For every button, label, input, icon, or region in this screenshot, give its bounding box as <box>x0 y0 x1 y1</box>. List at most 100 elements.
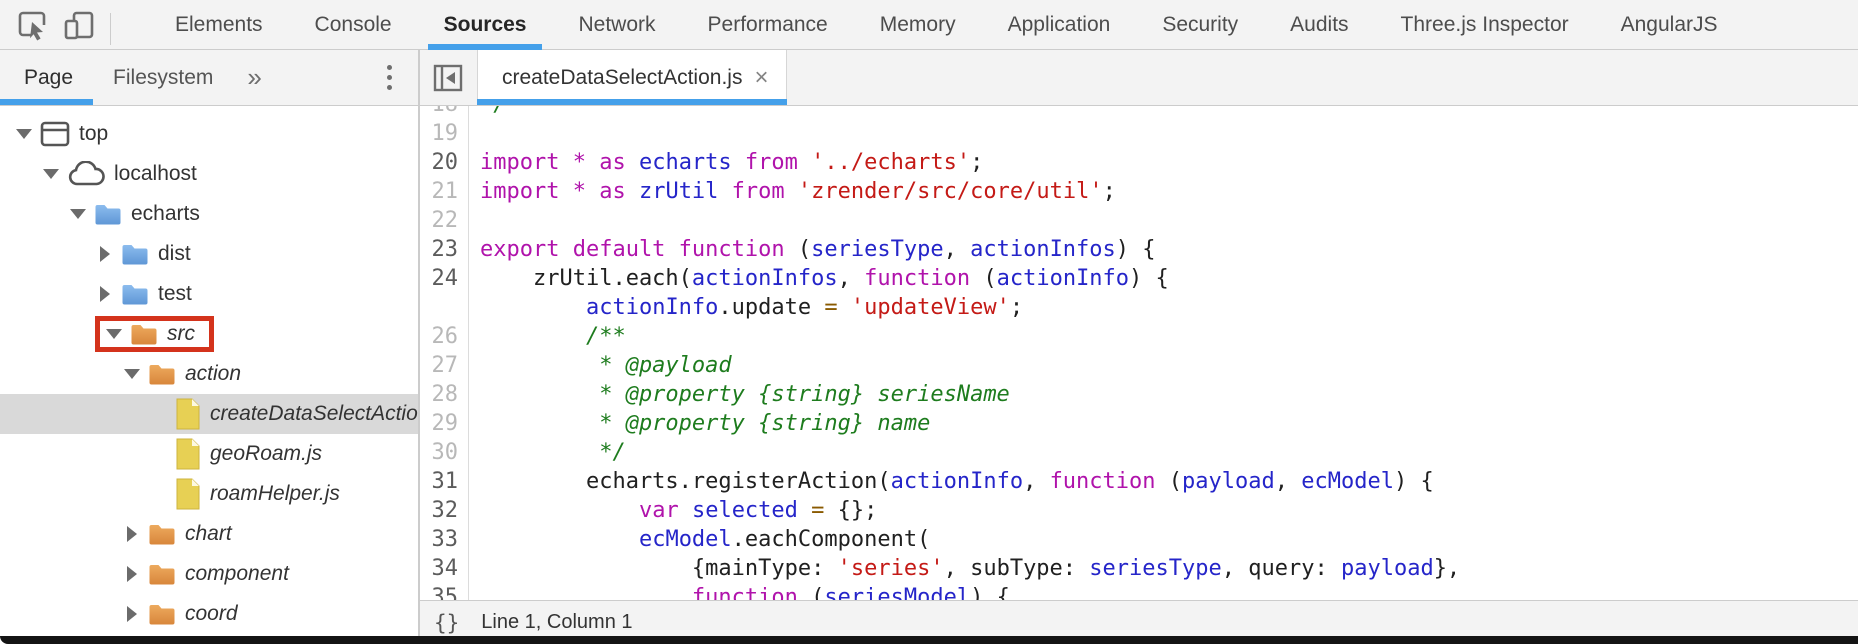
tree-item-label: roamHelper.js <box>210 482 340 505</box>
tree-item-file-georoam-js[interactable]: geoRoam.js <box>0 434 418 474</box>
tree-item-dist[interactable]: dist <box>0 234 418 274</box>
vertical-dots-icon[interactable] <box>377 50 418 105</box>
tree-item-label: coord <box>185 602 238 625</box>
tree-item-component[interactable]: component <box>0 554 418 594</box>
line-number[interactable]: 32 <box>431 498 459 523</box>
code-line-text: */ <box>480 440 626 465</box>
folder-orange-icon <box>148 363 176 386</box>
inspect-icon[interactable] <box>16 8 50 42</box>
tab-application[interactable]: Application <box>1007 12 1111 36</box>
expanded-arrow-icon[interactable] <box>68 209 88 219</box>
expanded-arrow-icon[interactable] <box>104 329 124 339</box>
line-number[interactable]: 27 <box>431 353 459 378</box>
tab-page[interactable]: Page <box>0 50 94 105</box>
tab-console[interactable]: Console <box>314 12 392 36</box>
collapsed-arrow-icon[interactable] <box>95 246 115 262</box>
line-number[interactable]: 31 <box>431 469 459 494</box>
code-line-26: 26 /** <box>420 322 1858 351</box>
tab-filesystem[interactable]: Filesystem <box>113 65 214 89</box>
code-line-text: ecModel.eachComponent( <box>638 527 931 552</box>
tree-item-echarts[interactable]: echarts <box>0 194 418 234</box>
code-line-30: 30 */ <box>420 438 1858 467</box>
frame-icon <box>40 120 70 148</box>
folder-orange-icon <box>148 563 176 586</box>
line-number[interactable]: 18 <box>420 106 468 119</box>
line-number[interactable]: 29 <box>431 411 459 436</box>
folder-orange-icon <box>148 603 176 626</box>
tree-item-src[interactable]: src <box>0 314 418 354</box>
tree-item-top[interactable]: top <box>0 114 418 154</box>
panel-tab-bar: Elements Console Sources Network Performance… <box>149 0 1744 50</box>
collapsed-arrow-icon[interactable] <box>95 286 115 302</box>
tab-elements[interactable]: Elements <box>175 12 263 36</box>
tab-sources[interactable]: Sources <box>418 0 553 50</box>
tree-item-label: component <box>185 562 289 585</box>
tree-item-file-roamhelper-js[interactable]: roamHelper.js <box>0 474 418 514</box>
tree-item-coord[interactable]: coord <box>0 594 418 634</box>
navigator-tab-bar: Page Filesystem » <box>0 50 418 106</box>
tab-three-js-inspector[interactable]: Three.js Inspector <box>1400 12 1569 36</box>
folder-blue-icon <box>94 203 122 226</box>
line-number[interactable]: 22 <box>431 208 459 233</box>
line-number[interactable]: 33 <box>431 527 459 552</box>
tree-item-label: createDataSelectAction.js <box>210 402 418 425</box>
collapse-sidebar-icon[interactable] <box>420 50 477 105</box>
line-number[interactable]: 23 <box>431 237 459 262</box>
code-line-29: 29 * @property {string} name <box>420 409 1858 438</box>
tab-network[interactable]: Network <box>578 12 656 36</box>
cursor-position-label: Line 1, Column 1 <box>481 611 633 633</box>
code-line-text <box>468 119 480 148</box>
tab-audits[interactable]: Audits <box>1290 12 1349 36</box>
line-number[interactable]: 35 <box>431 585 459 600</box>
line-number[interactable]: 28 <box>431 382 459 407</box>
tree-item-chart[interactable]: chart <box>0 514 418 554</box>
file-icon <box>175 438 201 470</box>
tab-memory[interactable]: Memory <box>879 12 956 36</box>
tree-item-file-createdataselectaction-js[interactable]: createDataSelectAction.js <box>0 394 418 434</box>
window-bottom-edge <box>0 636 1858 644</box>
editor-tab-bar: createDataSelectAction.js × <box>420 50 1858 106</box>
code-line-25: 25 actionInfo.update = 'updateView'; <box>420 293 1858 322</box>
devtools-toolbar: Elements Console Sources Network Performance… <box>0 0 1858 50</box>
tree-item-test[interactable]: test <box>0 274 418 314</box>
line-number[interactable]: 21 <box>431 179 459 204</box>
tree-item-action[interactable]: action <box>0 354 418 394</box>
close-tab-icon[interactable]: × <box>754 63 769 91</box>
pretty-print-icon[interactable]: {} <box>434 610 460 635</box>
collapsed-arrow-icon[interactable] <box>122 526 142 542</box>
code-line-31: 31 echarts.registerAction(actionInfo, fu… <box>420 467 1858 496</box>
tab-performance[interactable]: Performance <box>707 12 828 36</box>
code-line-text: function (seriesModel) { <box>691 585 1010 600</box>
line-number[interactable]: 20 <box>431 150 459 175</box>
editor-pane: createDataSelectAction.js × 18 */ 1920impo… <box>420 50 1858 644</box>
expanded-arrow-icon[interactable] <box>122 369 142 379</box>
toolbar-icon-group <box>0 0 121 49</box>
line-number[interactable]: 34 <box>431 556 459 581</box>
tree-item-label: action <box>185 362 242 385</box>
line-number[interactable]: 26 <box>431 324 459 349</box>
breakpoint-line-number[interactable]: 25 <box>420 293 468 322</box>
expanded-arrow-icon[interactable] <box>41 169 61 179</box>
tab-security[interactable]: Security <box>1162 12 1239 36</box>
more-tabs-icon[interactable]: » <box>247 62 262 92</box>
code-line-text: * @payload <box>480 353 732 378</box>
line-number[interactable]: 24 <box>431 266 459 291</box>
line-number[interactable]: 30 <box>431 440 459 465</box>
editor-tab-createDataSelectAction[interactable]: createDataSelectAction.js × <box>477 50 788 105</box>
device-toolbar-icon[interactable] <box>62 8 96 42</box>
tree-item-label: top <box>79 122 109 145</box>
tab-angularjs[interactable]: AngularJS <box>1620 12 1718 36</box>
collapsed-arrow-icon[interactable] <box>122 566 142 582</box>
toolbar-separator <box>110 13 111 45</box>
collapsed-arrow-icon[interactable] <box>122 606 142 622</box>
line-number[interactable]: 19 <box>431 121 459 146</box>
tree-item-localhost[interactable]: localhost <box>0 154 418 194</box>
expanded-arrow-icon[interactable] <box>14 129 34 139</box>
